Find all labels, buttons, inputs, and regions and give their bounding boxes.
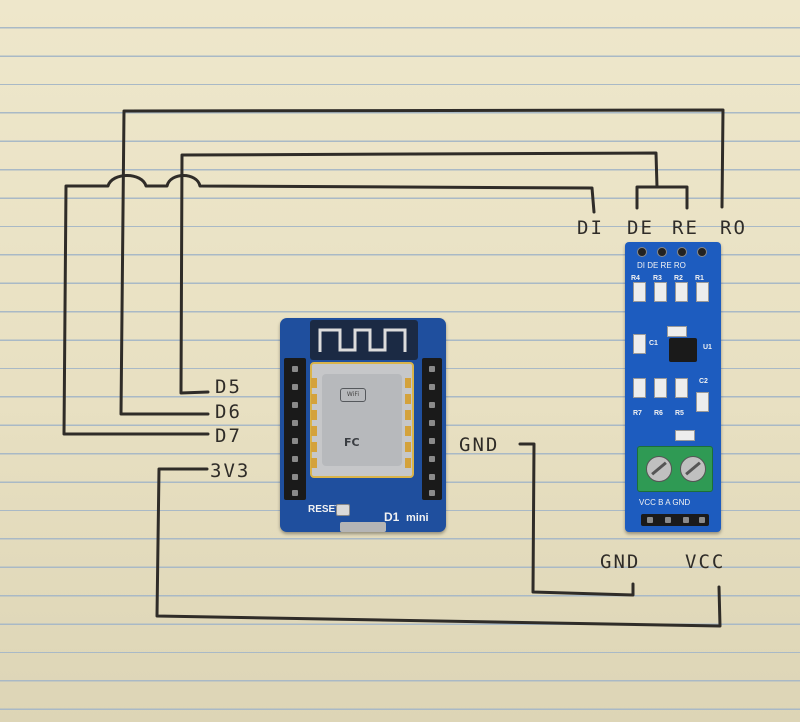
silk-r3: R3 (653, 275, 662, 282)
label-ro: RO (720, 217, 747, 239)
wire-3v3-vcc (155, 467, 722, 628)
label-3v3: 3V3 (210, 460, 251, 482)
silk-mini: mini (406, 512, 429, 524)
wire-ro-d6 (119, 108, 725, 416)
reset-button[interactable] (336, 504, 350, 516)
label-d7: D7 (215, 425, 242, 447)
usb-port (340, 522, 386, 532)
esp-wifi-module: WiFi FC (310, 362, 414, 478)
silk-c1: C1 (649, 340, 658, 347)
silk-c2: C2 (699, 378, 708, 385)
silk-reset: RESET (308, 504, 342, 515)
rs485-module-board: DI DE RE RO R4 R3 R2 R1 C1 U1 R7 R6 R5 C… (625, 242, 721, 532)
d1-mini-board: WiFi FC RESET D1 mini (280, 318, 446, 532)
pcb-antenna (310, 320, 418, 360)
wifi-logo: WiFi (340, 388, 366, 402)
rf-shield-can: WiFi FC (322, 374, 402, 466)
silk-r2: R2 (674, 275, 683, 282)
label-vcc: VCC (685, 551, 726, 573)
power-pin-header (641, 514, 709, 526)
label-d1-gnd: GND (459, 434, 500, 456)
label-d6: D6 (215, 401, 242, 423)
label-rs485-gnd: GND (600, 551, 641, 573)
screw-b-icon (680, 456, 706, 482)
silk-d1: D1 (384, 510, 400, 524)
silk-r7: R7 (633, 410, 642, 417)
label-di: DI (577, 217, 604, 239)
silk-u1: U1 (703, 344, 712, 351)
silk-top-pins: DI DE RE RO (637, 261, 686, 270)
fc-logo: FC (344, 436, 360, 449)
silk-r6: R6 (654, 410, 663, 417)
pin-header-right (422, 358, 442, 500)
wire-gnd (518, 442, 635, 597)
pin-header-left (284, 358, 306, 500)
silk-bottom-pins: VCC B A GND (639, 498, 691, 507)
silk-r5: R5 (675, 410, 684, 417)
max485-chip (669, 338, 697, 362)
label-re: RE (672, 217, 699, 239)
antenna-trace-icon (318, 328, 407, 352)
screw-a-icon (646, 456, 672, 482)
silk-r4: R4 (631, 275, 640, 282)
screw-terminal-block (637, 446, 713, 492)
label-d5: D5 (215, 376, 242, 398)
wire-de-re-d5 (179, 151, 689, 395)
wire-di-d7 (62, 174, 596, 436)
label-de: DE (627, 217, 654, 239)
silk-r1: R1 (695, 275, 704, 282)
